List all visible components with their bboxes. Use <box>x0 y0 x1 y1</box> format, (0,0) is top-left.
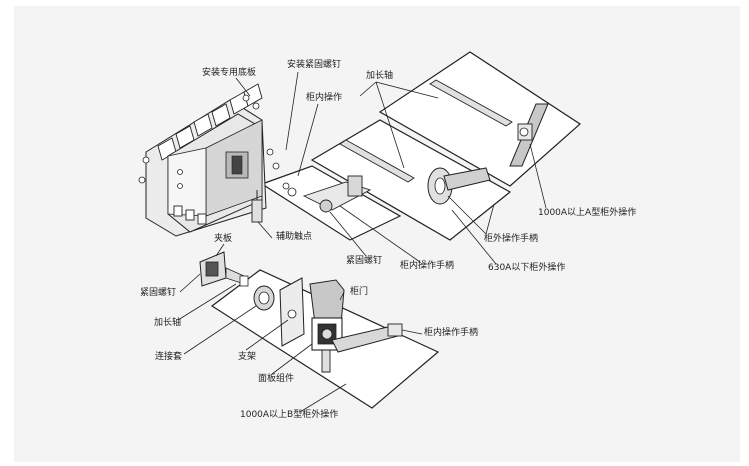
clamp-plate-group <box>199 251 249 287</box>
aux-contact-part <box>251 190 263 223</box>
extension-shafts <box>339 79 513 183</box>
outer-handle-630a <box>427 167 491 205</box>
label-inner-cabinet-operation: 柜内操作 <box>306 93 343 103</box>
plane-1000a-a <box>378 51 581 187</box>
label-clamp-plate: 夹板 <box>214 234 233 244</box>
label-mount-base-plate: 安装专用底板 <box>202 68 257 78</box>
bottom-assembly <box>253 277 403 373</box>
label-outer-op-630a: 630A以下柜外操作 <box>488 263 566 273</box>
label-extension-shaft-top: 加长轴 <box>366 71 394 81</box>
leader-lines <box>177 71 547 413</box>
label-outer-op-1000a-a: 1000A以上A型柜外操作 <box>538 208 637 218</box>
outer-handle-1000a-a <box>509 103 549 167</box>
switch-unit <box>138 83 280 237</box>
label-extension-shaft-left: 加长轴 <box>154 318 182 328</box>
label-cabinet-door: 柜门 <box>350 287 369 297</box>
label-bracket: 支架 <box>238 352 257 362</box>
label-connecting-sleeve: 连接套 <box>155 352 183 362</box>
label-fastening-screw-left: 紧固螺钉 <box>140 288 177 298</box>
label-inner-handle-mid: 柜内操作手柄 <box>400 261 455 271</box>
label-fastening-screw-mid: 紧固螺钉 <box>346 256 383 266</box>
label-mount-fastening-screw: 安装紧固螺钉 <box>287 60 342 70</box>
label-panel-assembly: 面板组件 <box>258 374 295 384</box>
label-aux-contact: 辅助触点 <box>276 232 313 242</box>
label-inner-handle-bottom: 柜内操作手柄 <box>424 328 479 338</box>
inner-handle-top <box>282 175 372 213</box>
label-outer-op-1000a-b: 1000A以上B型柜外操作 <box>240 410 339 420</box>
label-outer-handle: 柜外操作手柄 <box>484 234 539 244</box>
